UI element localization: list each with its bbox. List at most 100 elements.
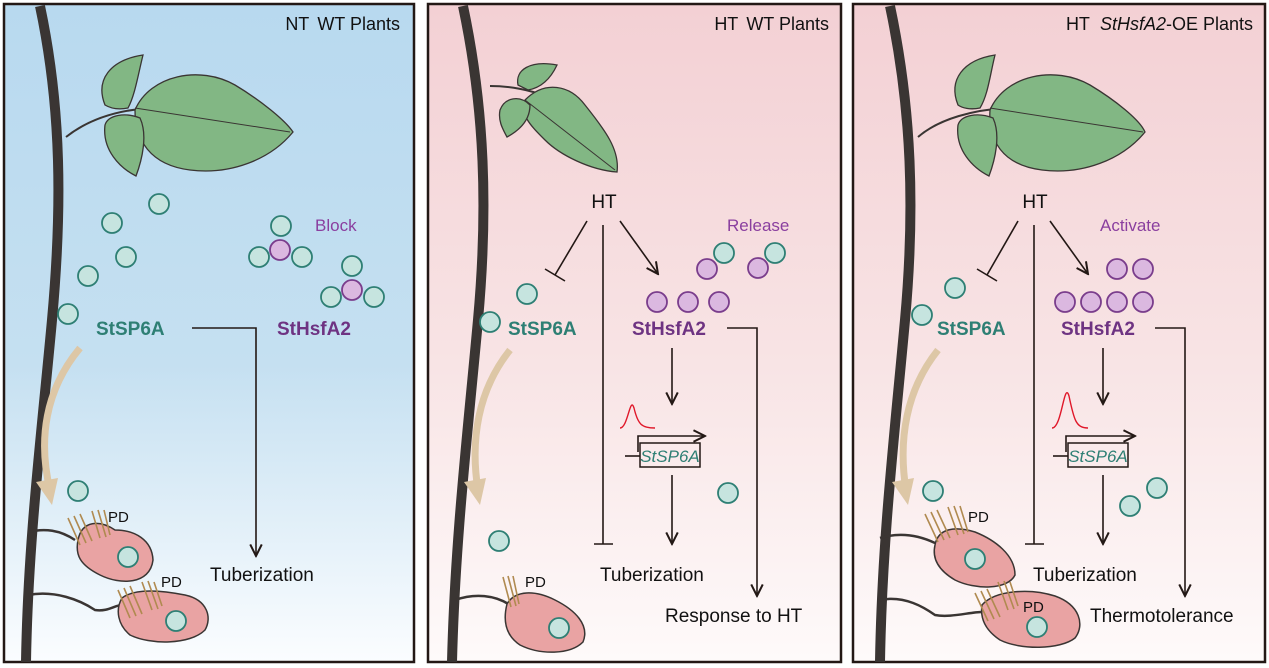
sp6a-free-proteins — [57, 193, 170, 325]
activation-arrow — [619, 220, 658, 274]
tuber-cell: PD — [879, 580, 1081, 648]
protein-label-hsfa2: StHsfA2 — [277, 319, 351, 340]
blocked-complex — [320, 255, 385, 308]
hsfa2-protein — [1054, 291, 1076, 313]
pd-label: PD — [968, 509, 989, 526]
arrow-to-tuberization — [192, 327, 256, 556]
inhibition-bar — [976, 268, 998, 282]
sp6a-protein — [341, 255, 363, 277]
leaflet — [498, 98, 531, 138]
gene-box — [1067, 442, 1129, 468]
sp6a-protein — [117, 546, 139, 568]
hsfa2-protein — [696, 258, 718, 280]
leaf — [989, 74, 1146, 172]
transport-arrowhead — [36, 478, 58, 505]
stolon — [879, 533, 936, 545]
output-tuberization: Tuberization — [210, 565, 314, 586]
gene-label: StSP6A — [1068, 447, 1128, 466]
verb-label: Block — [315, 216, 357, 235]
leaf — [134, 74, 294, 172]
transport-arrow — [41, 345, 83, 491]
hsfa2-protein — [1132, 291, 1154, 313]
stem — [21, 4, 64, 663]
binding-peak-icon — [619, 404, 656, 429]
sp6a-protein — [713, 242, 735, 264]
tuber-cell: PD — [27, 509, 154, 582]
tuber-cell: PD — [454, 574, 586, 653]
verb-label: Release — [727, 216, 789, 235]
leaf-vein — [989, 107, 1144, 133]
stolon — [454, 594, 511, 607]
cell — [504, 592, 586, 653]
sp6a-protein — [911, 304, 933, 326]
stimulus-label: HT — [1022, 192, 1048, 213]
sp6a-protein — [165, 610, 187, 632]
sp6a-protein — [77, 265, 99, 287]
tuber-cell: PD — [27, 574, 209, 643]
arrow-to-thermotolerance — [1155, 327, 1185, 596]
transport-arrowhead — [464, 478, 486, 505]
output-tuberization: Tuberization — [1033, 565, 1137, 586]
plasmodesmata — [502, 575, 520, 608]
stolon — [27, 592, 123, 612]
plasmodesmata — [67, 509, 111, 546]
blocked-complex — [248, 215, 313, 268]
transport-arrowhead — [892, 478, 914, 505]
hsfa2-protein — [646, 291, 668, 313]
sp6a-protein — [944, 277, 966, 299]
arrow-to-response — [727, 327, 757, 596]
hsfa2-protein — [1106, 291, 1128, 313]
sp6a-protein — [717, 482, 739, 504]
sp6a-protein — [67, 480, 89, 502]
activation-arrow — [1049, 220, 1088, 274]
sp6a-protein — [922, 480, 944, 502]
hsfa2-protein — [677, 291, 699, 313]
sp6a-protein — [115, 246, 137, 268]
stolon — [27, 528, 76, 542]
activated-proteins — [1054, 258, 1154, 313]
leaflet — [517, 63, 558, 91]
output-response: Response to HT — [665, 606, 803, 627]
leaf-cluster — [489, 63, 619, 173]
stem — [875, 4, 916, 663]
transport-arrow — [471, 347, 513, 491]
sp6a-protein — [1026, 616, 1048, 638]
sp6a-protein — [479, 311, 501, 333]
verb-label: Activate — [1100, 216, 1160, 235]
pd-label: PD — [525, 574, 546, 591]
stimulus-label: HT — [591, 192, 617, 213]
gene-label: StSP6A — [640, 447, 700, 466]
hsfa2-protein — [708, 291, 730, 313]
leaflet — [957, 114, 998, 177]
protein-label-hsfa2: StHsfA2 — [632, 319, 706, 340]
pd-label: PD — [108, 509, 129, 526]
sp6a-protein — [101, 212, 123, 234]
plasmodesmata — [117, 580, 163, 619]
pd-label: PD — [1023, 599, 1044, 616]
tuber-cell: PD — [879, 505, 1016, 588]
leaflet — [101, 54, 144, 110]
leaflet — [954, 54, 996, 110]
stolon — [879, 597, 983, 618]
inhibition-bar — [544, 268, 566, 282]
sp6a-protein — [148, 193, 170, 215]
leaflet — [104, 114, 145, 177]
leaf-cluster — [917, 54, 1146, 177]
plasmodesmata — [974, 580, 1019, 622]
sp6a-protein — [57, 303, 79, 325]
plasmodesmata — [924, 505, 969, 543]
cell — [117, 590, 209, 643]
stem — [447, 4, 489, 663]
hsfa2-protein — [1106, 258, 1128, 280]
panel-frame — [426, 2, 843, 664]
binding-peak-icon — [1051, 392, 1089, 429]
released-proteins — [646, 242, 786, 313]
sp6a-protein — [548, 617, 570, 639]
hsfa2-protein — [269, 239, 291, 261]
